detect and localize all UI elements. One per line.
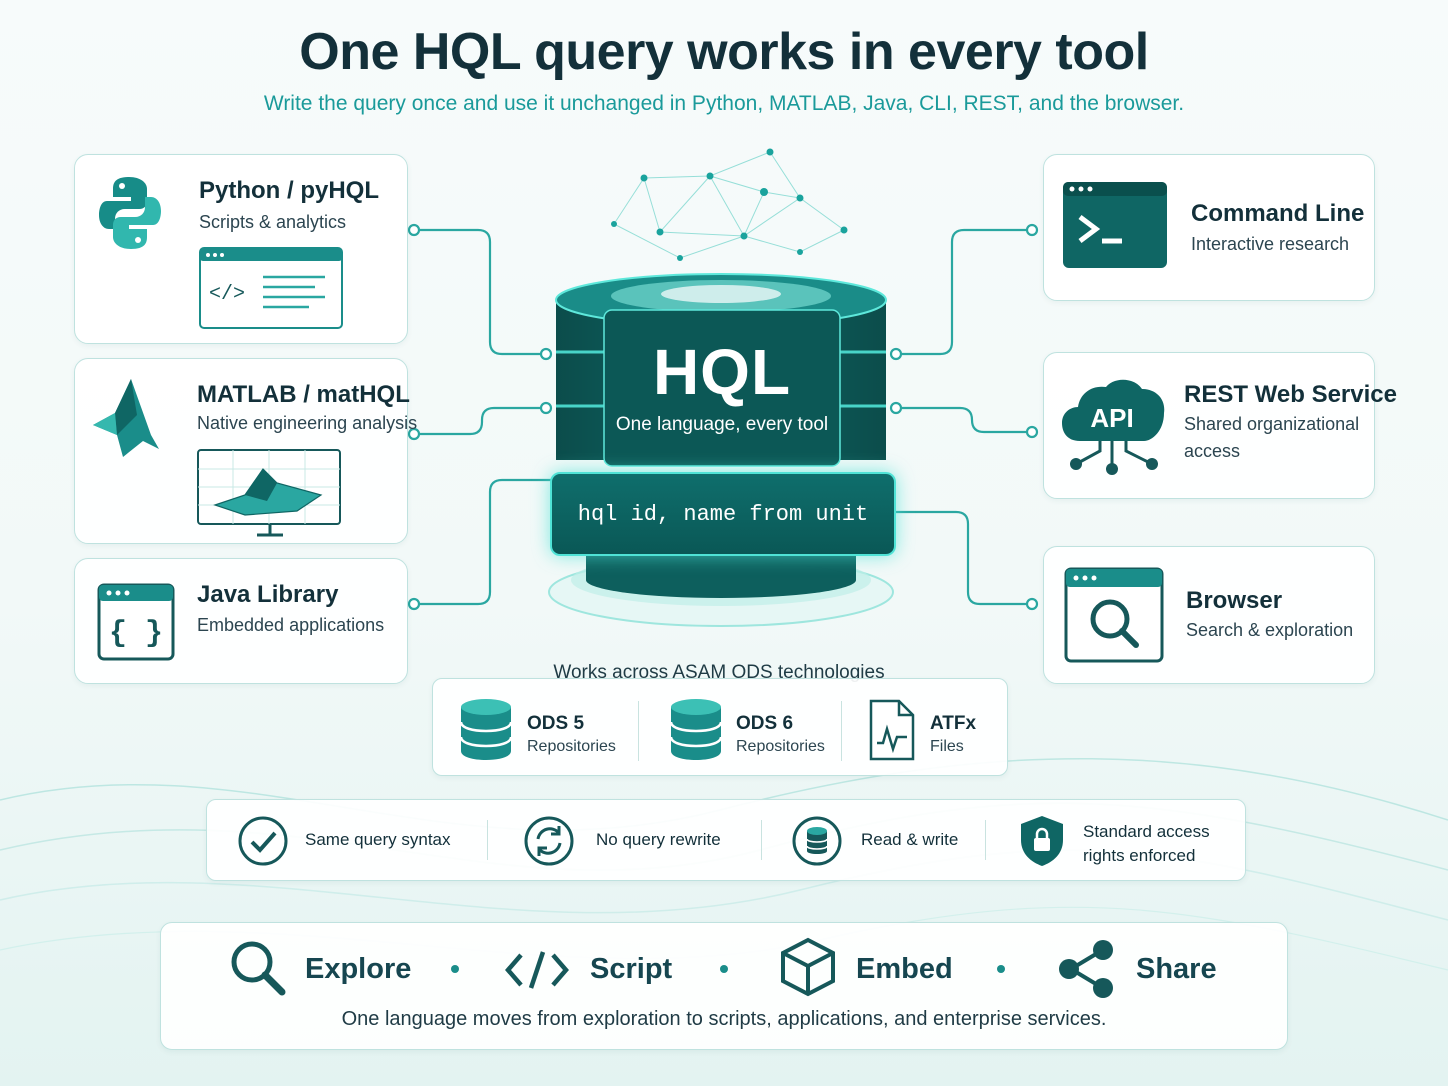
share-icon (1059, 940, 1113, 998)
footer-tagline: One language moves from exploration to s… (341, 1008, 1107, 1030)
code-braces-icon: { } (97, 583, 175, 661)
card-matlab[interactable]: MATLAB / matHQL Native engineering analy… (74, 358, 417, 544)
separator-dot (997, 965, 1005, 973)
hql-example-query: hql id, name from unit (550, 472, 896, 556)
card-browser[interactable]: Browser Search & exploration (1043, 546, 1375, 684)
database-icon (669, 699, 723, 760)
action-explore: Explore (305, 953, 412, 985)
ods6-name: ODS 6 (736, 713, 794, 734)
ods-heading: Works across ASAM ODS technologies (553, 662, 885, 683)
network-graphic (613, 151, 845, 259)
ods6-desc: Repositories (736, 738, 825, 755)
feature-divider (487, 820, 488, 860)
terminal-icon (1063, 182, 1167, 268)
hql-title: HQL (652, 336, 792, 408)
feature-divider (985, 820, 986, 860)
feature-divider (761, 820, 762, 860)
svg-text:</>: </> (209, 283, 245, 306)
hql-tagline: One language, every tool (615, 414, 829, 435)
matlab-icon (93, 379, 159, 457)
card-java-subtitle: Embedded applications (197, 615, 385, 635)
hql-code-text: hql id, name from unit (577, 501, 869, 527)
card-python-subtitle: Scripts & analytics (199, 212, 347, 232)
ods-divider (841, 701, 842, 761)
action-script: Script (590, 953, 673, 985)
features-strip: Same query syntax No query rewrite Read … (206, 799, 1246, 881)
card-java-title: Java Library (197, 581, 339, 608)
page-subtitle: Write the query once and use it unchange… (263, 92, 1185, 115)
refresh-icon (524, 816, 574, 866)
database-icon (459, 699, 513, 760)
card-browser-subtitle: Search & exploration (1186, 620, 1354, 640)
feature-same-syntax: Same query syntax (305, 830, 451, 849)
feature-no-rewrite: No query rewrite (596, 830, 721, 849)
surface-plot-monitor-icon (197, 449, 341, 537)
ods5-name: ODS 5 (527, 713, 585, 734)
api-cloud-icon: API (1062, 379, 1165, 475)
card-cli-subtitle: Interactive research (1191, 234, 1350, 254)
ods-divider (638, 701, 639, 761)
file-chart-icon (869, 699, 915, 761)
hql-database-cylinder (548, 273, 894, 627)
check-circle-icon (238, 816, 288, 866)
action-embed: Embed (856, 953, 953, 985)
card-browser-title: Browser (1186, 587, 1283, 614)
ods5-desc: Repositories (527, 738, 616, 755)
code-icon (505, 951, 569, 989)
action-share: Share (1136, 953, 1217, 985)
feature-read-write: Read & write (861, 830, 959, 849)
card-matlab-title: MATLAB / matHQL (197, 381, 410, 408)
feature-access-rights-line1: Standard access (1083, 822, 1210, 841)
page-title: One HQL query works in every tool (299, 23, 1149, 81)
code-window-icon: </> (199, 247, 343, 329)
svg-text:{ }: { } (109, 617, 163, 651)
python-icon (99, 177, 161, 249)
ods-panel: ODS 5 Repositories ODS 6 Repositories AT… (432, 678, 1008, 776)
browser-search-icon (1064, 567, 1164, 663)
separator-dot (451, 965, 459, 973)
card-java[interactable]: { } Java Library Embedded applications (74, 558, 408, 684)
atfx-desc: Files (930, 738, 964, 755)
card-cli-title: Command Line (1191, 200, 1365, 227)
database-read-write-icon (792, 816, 842, 866)
card-rest[interactable]: API REST Web Service Shared organization… (1043, 352, 1397, 499)
actions-bar: Explore Script Embed Share (160, 922, 1288, 1050)
card-rest-subtitle-line1: Shared organizational (1184, 414, 1360, 434)
card-matlab-subtitle: Native engineering analysis (197, 413, 418, 433)
card-python-title: Python / pyHQL (199, 177, 379, 204)
card-rest-title: REST Web Service (1184, 381, 1397, 408)
card-rest-subtitle-line2: access (1184, 441, 1241, 461)
shield-lock-icon (1021, 816, 1063, 866)
card-command-line[interactable]: Command Line Interactive research (1043, 154, 1375, 301)
card-python[interactable]: Python / pyHQL Scripts & analytics </> (74, 154, 408, 344)
atfx-name: ATFx (930, 713, 977, 734)
svg-text:API: API (1090, 403, 1133, 433)
search-icon (231, 941, 286, 996)
cube-icon (781, 937, 835, 997)
separator-dot (720, 965, 728, 973)
feature-access-rights-line2: rights enforced (1083, 846, 1196, 865)
